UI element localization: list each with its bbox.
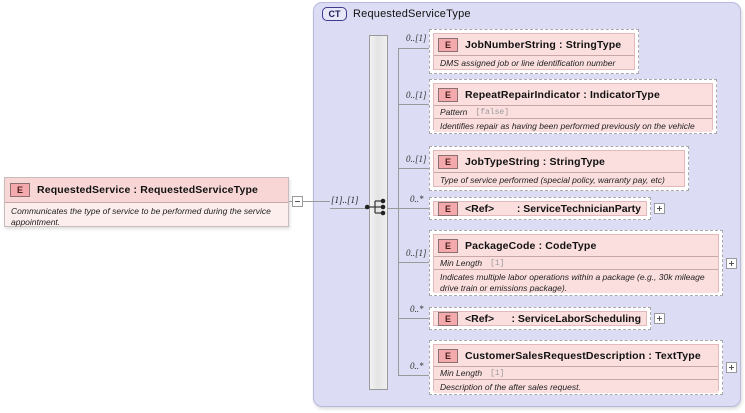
complex-type-header: CT RequestedServiceType — [322, 7, 471, 21]
cardinality-label-2: 0..[1] — [406, 90, 427, 100]
root-to-container-line — [303, 201, 330, 202]
element-documentation: Indicates multiple labor operations with… — [434, 269, 718, 293]
sequence-to-trunk-line — [388, 208, 399, 209]
element-name: JobTypeString : StringType — [465, 155, 606, 168]
facet-name: Min Length — [440, 258, 483, 268]
element-name: RepeatRepairIndicator : IndicatorType — [465, 88, 660, 101]
branch-line-4 — [398, 208, 431, 209]
element-icon: E — [438, 348, 458, 363]
cardinality-label-7: 0..* — [410, 361, 424, 371]
root-collapse-toggle[interactable] — [292, 196, 303, 207]
element-icon: E — [10, 183, 30, 197]
element-icon: E — [438, 87, 458, 102]
child-ref-servicetechnicianparty[interactable]: E <Ref> : ServiceTechnicianParty — [429, 197, 651, 220]
root-element-box[interactable]: E RequestedService : RequestedServiceTyp… — [4, 177, 289, 227]
branch-line-5 — [398, 262, 431, 263]
root-cardinality-label: [1]..[1] — [331, 195, 359, 205]
element-header: E JobTypeString : StringType — [434, 151, 684, 172]
facet-value: [false] — [475, 107, 510, 117]
child-element-repeatrepairindicator[interactable]: E RepeatRepairIndicator : IndicatorType … — [429, 79, 717, 134]
branch-line-2 — [398, 104, 431, 105]
element-name: CustomerSalesRequestDescription : TextTy… — [465, 349, 701, 362]
cardinality-label-1: 0..[1] — [406, 33, 427, 43]
element-header: E RepeatRepairIndicator : IndicatorType — [434, 84, 712, 105]
element-icon: E — [438, 311, 458, 326]
expand-toggle-servicetechnicianparty[interactable] — [654, 203, 665, 214]
branch-line-3 — [398, 168, 431, 169]
root-element-header: E RequestedService : RequestedServiceTyp… — [5, 178, 288, 203]
element-header: E PackageCode : CodeType — [434, 235, 718, 256]
element-facet: Min Length [1] — [434, 366, 718, 379]
complex-type-title: RequestedServiceType — [353, 8, 471, 20]
element-icon: E — [438, 154, 458, 169]
element-documentation: Description of the after sales request. — [434, 379, 718, 393]
ref-target-name: : ServiceTechnicianParty — [516, 202, 641, 215]
cardinality-label-3: 0..[1] — [406, 154, 427, 164]
sequence-icon — [364, 198, 386, 216]
cardinality-label-4: 0..* — [410, 194, 424, 204]
root-to-sequence-line — [330, 208, 369, 209]
ref-header: E <Ref> : ServiceLaborScheduling — [434, 311, 646, 326]
element-documentation: DMS assigned job or line identification … — [434, 55, 634, 69]
facet-value: [1] — [490, 258, 505, 268]
element-documentation: Identifies repair as having been perform… — [434, 118, 712, 132]
facet-name: Min Length — [440, 368, 483, 378]
cardinality-label-5: 0..[1] — [406, 248, 427, 258]
cardinality-label-6: 0..* — [410, 304, 424, 314]
expand-toggle-packagecode[interactable] — [726, 258, 737, 269]
child-element-jobtypestring[interactable]: E JobTypeString : StringType Type of ser… — [429, 146, 689, 191]
root-element-documentation: Communicates the type of service to be p… — [11, 206, 271, 227]
branch-line-6 — [398, 318, 431, 319]
ref-label: <Ref> — [465, 202, 495, 215]
element-name: JobNumberString : StringType — [465, 38, 622, 51]
facet-name: Pattern — [440, 107, 468, 117]
element-icon: E — [438, 37, 458, 52]
ref-label: <Ref> — [465, 312, 495, 325]
ref-header: E <Ref> : ServiceTechnicianParty — [434, 201, 646, 216]
child-element-packagecode[interactable]: E PackageCode : CodeType Min Length [1] … — [429, 230, 723, 296]
ref-target-name: : ServiceLaborScheduling — [511, 312, 641, 325]
root-toggle-stub-line — [289, 201, 292, 202]
branch-trunk-line — [398, 48, 399, 375]
facet-value: [1] — [490, 368, 505, 378]
child-element-jobnumberstring[interactable]: E JobNumberString : StringType DMS assig… — [429, 29, 639, 74]
element-documentation: Type of service performed (special polic… — [434, 172, 684, 186]
child-element-customersalesrequestdescription[interactable]: E CustomerSalesRequestDescription : Text… — [429, 340, 723, 395]
element-header: E JobNumberString : StringType — [434, 34, 634, 55]
expand-toggle-customersalesrequestdescription[interactable] — [726, 362, 737, 373]
branch-line-1 — [398, 48, 431, 49]
root-element-name: RequestedService : RequestedServiceType — [37, 184, 258, 196]
element-facet: Pattern [false] — [434, 105, 712, 118]
element-facet: Min Length [1] — [434, 256, 718, 269]
branch-line-7 — [398, 375, 431, 376]
element-name: PackageCode : CodeType — [465, 239, 597, 252]
expand-toggle-servicelaborscheduling[interactable] — [654, 313, 665, 324]
element-icon: E — [438, 201, 458, 216]
complex-type-icon: CT — [322, 7, 347, 21]
child-ref-servicelaborscheduling[interactable]: E <Ref> : ServiceLaborScheduling — [429, 307, 651, 330]
element-header: E CustomerSalesRequestDescription : Text… — [434, 345, 718, 366]
element-icon: E — [438, 238, 458, 253]
